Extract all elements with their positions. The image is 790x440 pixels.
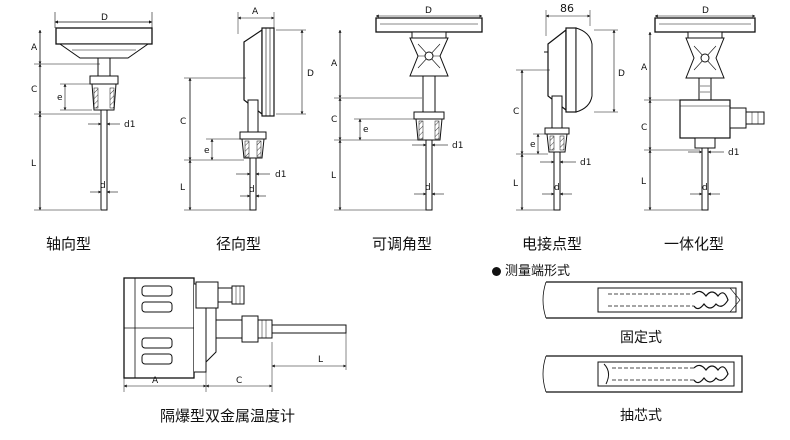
radial-label-D: D [307, 69, 314, 79]
axial-label-L: L [31, 159, 36, 169]
angle-label-e: e [363, 125, 369, 135]
fixed-end-drawing [542, 281, 743, 319]
axial-caption: 轴向型 [46, 235, 92, 253]
electric-contact-caption: 电接点型 [522, 235, 583, 253]
integrated-label-D: D [702, 6, 709, 16]
radial-caption: 径向型 [216, 235, 262, 253]
removable-end-drawing [542, 355, 743, 393]
axial-label-C: C [31, 85, 37, 95]
angle-label-L: L [331, 171, 336, 181]
explosion-proof-caption: 隔爆型双金属温度计 [160, 407, 296, 425]
measuring-end-heading: 测量端形式 [492, 260, 570, 279]
contact-label-D: D [618, 69, 625, 79]
radial-label-A: A [252, 7, 259, 17]
axial-label-e: e [57, 93, 63, 103]
integrated-label-d: d [702, 183, 708, 193]
axial-label-d: d [100, 181, 106, 191]
explosion-label-A: A [152, 376, 159, 386]
radial-label-d1: d1 [275, 170, 286, 180]
contact-label-L: L [513, 179, 518, 189]
integrated-label-L: L [641, 177, 646, 187]
axial-gauge-drawing [34, 12, 153, 211]
angle-label-C: C [331, 115, 337, 125]
radial-label-C: C [180, 117, 186, 127]
integrated-label-d1: d1 [728, 148, 739, 158]
adjustable-angle-gauge-drawing [334, 14, 483, 211]
integrated-caption: 一体化型 [664, 235, 725, 253]
angle-label-d1: d1 [452, 141, 463, 151]
radial-label-d: d [249, 185, 255, 195]
integrated-label-C: C [641, 123, 647, 133]
radial-label-e: e [204, 146, 210, 156]
contact-label-width: 86 [560, 2, 574, 15]
contact-label-e: e [530, 140, 536, 150]
integrated-gauge-drawing [644, 14, 765, 211]
measuring-end-heading-text: 测量端形式 [505, 264, 571, 279]
bullet-dot-icon [492, 267, 501, 276]
integrated-label-A: A [641, 63, 648, 73]
explosion-proof-gauge-drawing [123, 277, 347, 392]
axial-label-D: D [101, 13, 108, 23]
explosion-label-L: L [318, 355, 323, 365]
angle-label-d: d [425, 183, 431, 193]
axial-label-d1: d1 [124, 120, 135, 130]
contact-label-C: C [513, 107, 519, 117]
radial-label-L: L [180, 183, 185, 193]
fixed-end-caption: 固定式 [620, 330, 662, 346]
explosion-label-C: C [236, 376, 242, 386]
adjustable-angle-caption: 可调角型 [372, 235, 433, 253]
removable-end-caption: 抽芯式 [620, 408, 662, 424]
angle-label-D: D [425, 6, 432, 16]
contact-label-d: d [554, 183, 560, 193]
contact-label-d1: d1 [580, 158, 591, 168]
electric-contact-gauge-drawing [516, 10, 618, 211]
axial-label-A: A [31, 43, 38, 53]
radial-gauge-drawing [184, 12, 306, 211]
angle-label-A: A [331, 59, 338, 69]
